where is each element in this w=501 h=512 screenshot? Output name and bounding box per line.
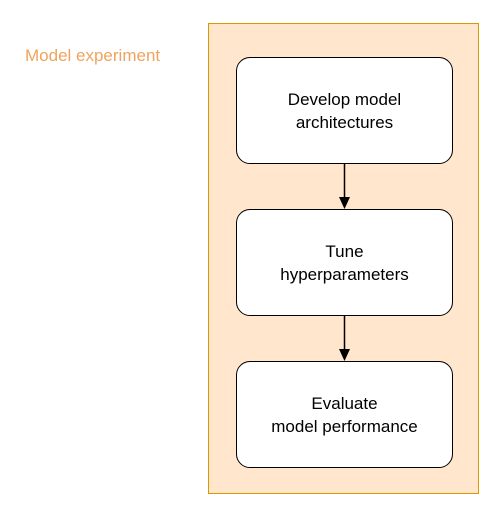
step-text-line: hyperparameters <box>280 264 409 284</box>
step-text-line: Develop model <box>287 89 402 109</box>
step-evaluate-model-performance[interactable]: Evaluate model performance <box>236 361 453 468</box>
group-label: Model experiment <box>25 46 161 65</box>
step-text: Tune hyperparameters <box>280 240 409 286</box>
step-text-line: architectures <box>295 112 394 132</box>
step-develop-model-architectures[interactable]: Develop model architectures <box>236 57 453 164</box>
step-text-line: Evaluate <box>311 393 378 413</box>
step-text: Develop model architectures <box>288 88 401 134</box>
step-text: Evaluate model performance <box>271 392 417 438</box>
step-text-line: Tune <box>325 241 364 261</box>
step-tune-hyperparameters[interactable]: Tune hyperparameters <box>236 209 453 316</box>
step-text-line: model performance <box>271 416 418 436</box>
